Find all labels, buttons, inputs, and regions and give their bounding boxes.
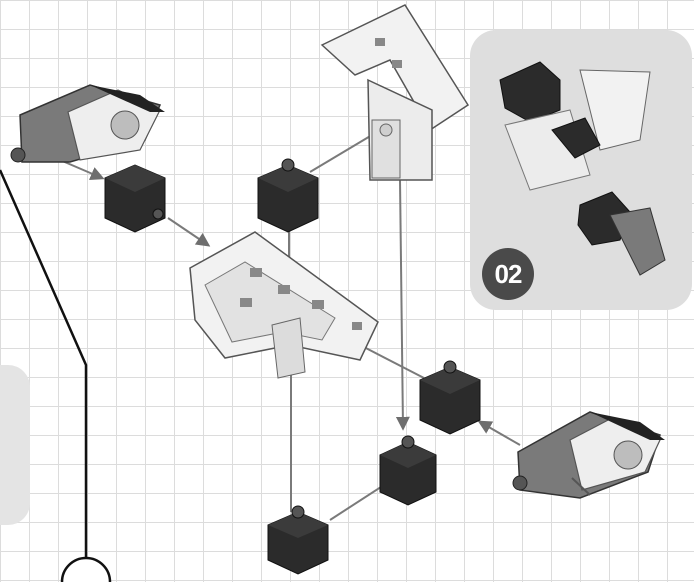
connector-cube bbox=[268, 506, 328, 574]
arrow-hub-to-right-cube bbox=[360, 345, 424, 378]
arrow-hinge-right-to-cube bbox=[480, 422, 520, 445]
connector-cube bbox=[420, 361, 480, 434]
arrow-cube-to-hub bbox=[168, 218, 208, 245]
step-number-badge: 02 bbox=[482, 248, 534, 300]
callout-line bbox=[0, 170, 86, 560]
hub-piece bbox=[190, 232, 378, 378]
connector-cube bbox=[380, 436, 436, 505]
elbow-piece bbox=[322, 5, 468, 180]
hinge-end-right bbox=[513, 412, 665, 498]
connector-cube bbox=[258, 159, 318, 232]
arrow-elbow-to-cube bbox=[310, 135, 372, 172]
arrow-cube-to-cube bbox=[330, 485, 384, 520]
connector-cube bbox=[105, 165, 165, 232]
callout-circle bbox=[62, 558, 110, 582]
hinge-end-top-left bbox=[11, 85, 165, 162]
arrow-elbow-down bbox=[400, 180, 403, 428]
step-preview-assembly bbox=[500, 62, 665, 275]
